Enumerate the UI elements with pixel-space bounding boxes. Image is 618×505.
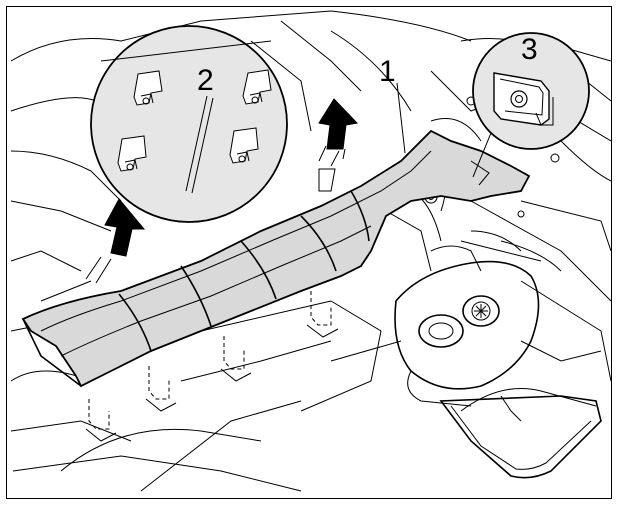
lift-arrow-right: [318, 98, 359, 192]
fuel-filler-assembly: [394, 245, 602, 479]
lift-arrow-left: [85, 198, 146, 284]
clip-detail-inset: [90, 25, 288, 223]
clip-icon: [229, 127, 259, 164]
callout-2: 2: [197, 64, 214, 97]
diagram-frame: 1 2 3: [6, 6, 612, 499]
clip-mount-points: [85, 291, 339, 442]
trim-removal-illustration: 1 2 3: [10, 10, 611, 492]
callout-1: 1: [379, 55, 396, 88]
clip-icon: [117, 135, 147, 172]
clip-icon: [133, 70, 163, 106]
callout-3: 3: [521, 33, 538, 66]
retainer-detail-inset: [472, 32, 590, 150]
clip-icon: [242, 69, 272, 105]
trim-panel: [21, 129, 531, 388]
